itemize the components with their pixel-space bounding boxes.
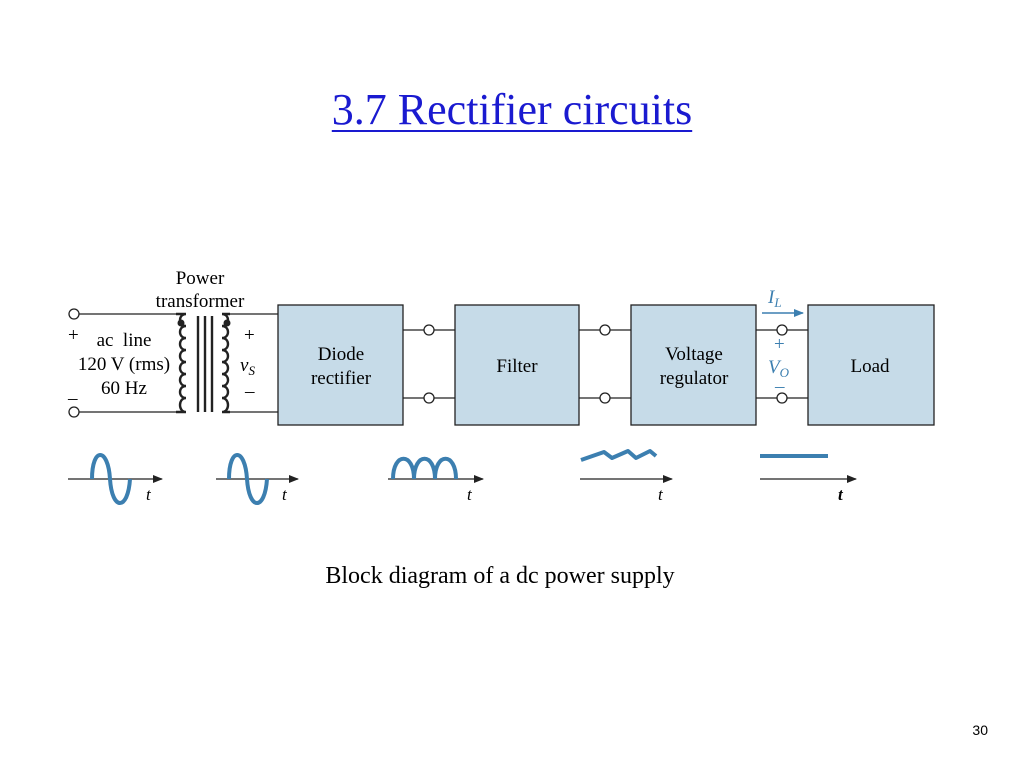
load-label: Load: [850, 356, 890, 377]
rectifier-label-1: Diode: [318, 344, 364, 365]
block-voltage-regulator[interactable]: Voltage regulator: [630, 304, 757, 426]
block-diode-rectifier[interactable]: Diode rectifier: [277, 304, 404, 426]
transformer-core: [196, 316, 214, 412]
block-connections: [403, 324, 808, 404]
rectifier-label-2: rectifier: [311, 368, 372, 389]
regulator-label-2: regulator: [660, 368, 729, 389]
secondary-polarity-dot: [223, 319, 231, 327]
waveform-rectified: [388, 456, 484, 483]
ac-source-terminals: [68, 308, 176, 418]
secondary-minus: –: [244, 381, 255, 402]
waveform-regulated: [760, 454, 857, 483]
output-voltage-label: VO: [768, 357, 790, 380]
transformer-label-1: Power: [176, 268, 225, 289]
primary-polarity-dot: [177, 319, 185, 327]
waveform-ac-line: [68, 453, 163, 505]
block-load[interactable]: Load: [807, 304, 935, 426]
waveform-secondary: [216, 453, 299, 505]
secondary-plus: +: [244, 325, 255, 346]
source-label-1: ac line: [97, 330, 152, 351]
transformer-label-2: transformer: [156, 291, 245, 312]
regulator-label-1: Voltage: [665, 344, 723, 365]
time-label-5: t: [838, 485, 844, 504]
block-filter[interactable]: Filter: [454, 304, 580, 426]
load-current-label: IL: [767, 287, 782, 310]
secondary-wires: [230, 313, 278, 413]
source-minus: –: [67, 388, 78, 409]
time-label-3: t: [467, 485, 473, 504]
waveform-filtered: [580, 449, 673, 483]
time-label-4: t: [658, 485, 664, 504]
secondary-voltage-label: vS: [240, 355, 255, 378]
source-label-3: 60 Hz: [101, 378, 147, 399]
diagram-caption: Block diagram of a dc power supply: [325, 563, 675, 589]
output-minus: –: [774, 376, 785, 397]
time-label-1: t: [146, 485, 152, 504]
output-plus: +: [774, 334, 785, 355]
source-label-2: 120 V (rms): [78, 354, 170, 375]
time-label-2: t: [282, 485, 288, 504]
source-plus: +: [68, 325, 79, 346]
transformer-secondary-coil: [221, 312, 230, 414]
slide-title[interactable]: 3.7 Rectifier circuits: [331, 85, 693, 134]
slide-number: 30: [972, 722, 988, 738]
transformer-primary-coil: [176, 312, 187, 414]
filter-label: Filter: [496, 356, 538, 377]
